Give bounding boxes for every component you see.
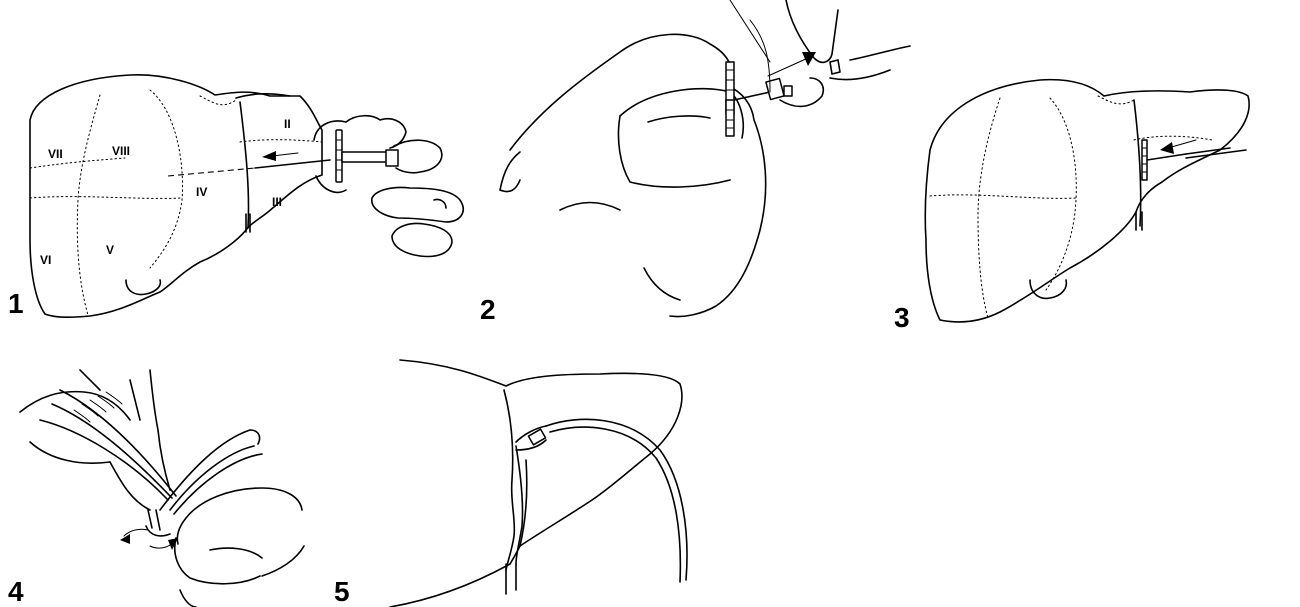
segment-label-III: III (272, 196, 282, 208)
panel-3: 3 (890, 0, 1300, 340)
panel-1: II VII VIII IV III VI V 1 (0, 0, 480, 330)
step-number-1: 1 (8, 290, 24, 318)
step-number-2: 2 (480, 296, 496, 324)
panel-4-illustration (0, 350, 320, 607)
segment-label-V: V (106, 244, 114, 256)
step-number-4: 4 (8, 578, 24, 606)
segment-label-VIII: VIII (112, 145, 130, 157)
panel-2: 2 (470, 0, 910, 330)
panel-2-illustration (470, 0, 910, 330)
segment-label-IV: IV (196, 186, 207, 198)
step-number-5: 5 (334, 578, 350, 606)
segment-label-II: II (284, 118, 291, 130)
segment-label-VII: VII (48, 148, 63, 160)
panel-5: 5 (330, 350, 710, 607)
panel-4: 4 (0, 350, 320, 607)
panel-5-illustration (330, 350, 710, 607)
step-number-3: 3 (894, 304, 910, 332)
panel-3-illustration (890, 0, 1300, 340)
segment-label-VI: VI (40, 254, 51, 266)
panel-1-illustration (0, 0, 480, 330)
